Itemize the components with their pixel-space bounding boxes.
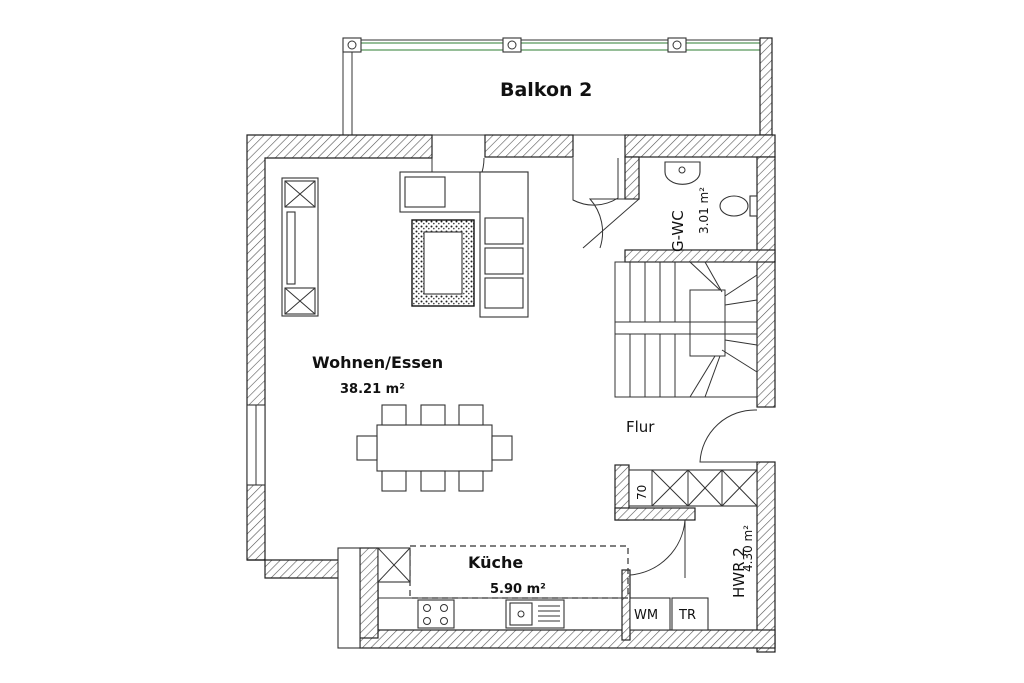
- room-label-flur: Flur: [626, 418, 655, 436]
- room-label-wohnen: Wohnen/Essen: [312, 353, 443, 372]
- room-label-gwc: G-WC: [669, 210, 687, 252]
- room-label-kueche: Küche: [468, 553, 523, 572]
- coffee-table: [411, 219, 475, 307]
- railing-post-1: [342, 37, 362, 53]
- kitchen: [377, 545, 629, 629]
- room-area-kueche: 5.90 m²: [490, 582, 546, 597]
- outer-walls: [246, 134, 776, 653]
- inner-walls: [614, 156, 776, 641]
- room-area-wohnen: 38.21 m²: [340, 382, 405, 397]
- dining-table: [356, 404, 513, 492]
- sofa: [399, 171, 529, 318]
- dryer-label: TR: [678, 608, 696, 623]
- hall-cabinets: [628, 469, 758, 507]
- room-area-gwc: 3.01 m²: [697, 187, 711, 234]
- fireplace-unit: [281, 177, 319, 317]
- room-area-hwr: 4.30 m²: [741, 525, 755, 572]
- cabinet-depth-label: 70: [635, 485, 649, 500]
- hwr-appliances: [629, 597, 709, 631]
- room-label-hwr: HWR 2: [730, 547, 748, 598]
- cooktop: [417, 599, 455, 629]
- railing-post-2: [502, 37, 522, 53]
- railing-post-3: [667, 37, 687, 53]
- staircase: [614, 261, 758, 398]
- washer-label: WM: [634, 608, 658, 623]
- room-label-balkon: Balkon 2: [500, 79, 592, 101]
- sink: [505, 599, 565, 629]
- wc-fixtures: [664, 161, 758, 217]
